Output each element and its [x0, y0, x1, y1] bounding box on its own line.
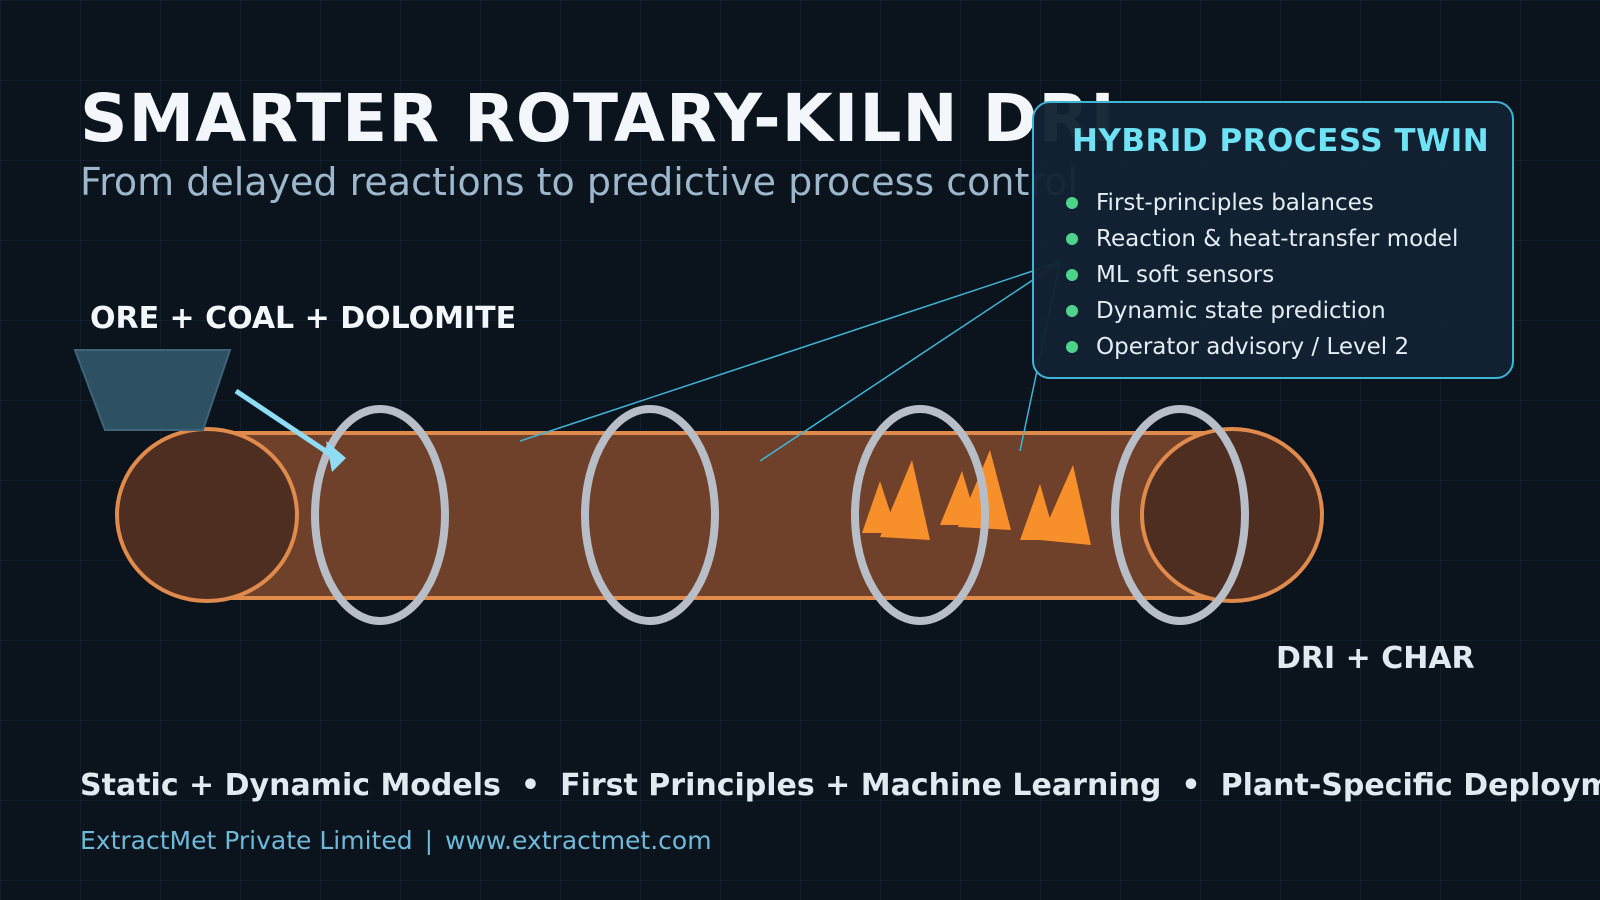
- bullet-dot-icon: [1066, 341, 1078, 353]
- list-item-label: First-principles balances: [1096, 190, 1374, 216]
- kiln-discharge-end: [1140, 427, 1324, 603]
- kiln-tyre-ring: [581, 405, 719, 625]
- list-item: ML soft sensors: [1066, 257, 1458, 293]
- footer: ExtractMet Private Limited | www.extractme…: [80, 826, 712, 855]
- hybrid-process-twin-card: HYBRID PROCESS TWIN First-principles bal…: [1032, 101, 1514, 379]
- list-item: Operator advisory / Level 2: [1066, 329, 1458, 365]
- twin-feature-list: First-principles balances Reaction & hea…: [1066, 185, 1458, 365]
- kiln-tyre-ring: [1111, 405, 1249, 625]
- list-item-label: Reaction & heat-transfer model: [1096, 226, 1459, 252]
- flame: [1040, 465, 1091, 545]
- page-subtitle: From delayed reactions to predictive pro…: [80, 160, 1078, 204]
- kiln-feed-end: [115, 427, 299, 603]
- bullet-dot-icon: [1066, 197, 1078, 209]
- tagline-part: Plant-Specific Deployment: [1220, 768, 1600, 803]
- list-item-label: Operator advisory / Level 2: [1096, 334, 1410, 360]
- tagline-part: Static + Dynamic Models: [80, 768, 501, 803]
- connector-line: [759, 261, 1061, 462]
- list-item: Dynamic state prediction: [1066, 293, 1458, 329]
- feed-arrow-line: [234, 388, 332, 457]
- list-item: Reaction & heat-transfer model: [1066, 221, 1458, 257]
- footer-separator: |: [424, 826, 434, 855]
- list-item-label: ML soft sensors: [1096, 262, 1275, 288]
- tagline: Static + Dynamic Models • First Principles…: [80, 768, 1600, 803]
- feed-arrow-head: [326, 441, 346, 472]
- page-title: SMARTER ROTARY-KILN DRI: [80, 80, 1116, 157]
- kiln-tyre-ring: [851, 405, 989, 625]
- bullet-dot-icon: [1066, 233, 1078, 245]
- twin-card-title: HYBRID PROCESS TWIN: [1072, 123, 1490, 159]
- kiln-tyre-ring: [311, 405, 449, 625]
- list-item-label: Dynamic state prediction: [1096, 298, 1386, 324]
- website-link[interactable]: www.extractmet.com: [445, 826, 712, 855]
- bullet-dot-icon: [1066, 305, 1078, 317]
- tagline-separator: •: [520, 768, 541, 803]
- company-name: ExtractMet Private Limited: [80, 826, 413, 855]
- list-item: First-principles balances: [1066, 185, 1458, 221]
- feed-hopper: [73, 349, 232, 431]
- tagline-part: First Principles + Machine Learning: [560, 768, 1162, 803]
- output-label: DRI + CHAR: [1276, 641, 1475, 676]
- tagline-separator: •: [1181, 768, 1201, 803]
- flame: [880, 460, 930, 540]
- bullet-dot-icon: [1066, 269, 1078, 281]
- connector-line: [519, 261, 1061, 442]
- input-label: ORE + COAL + DOLOMITE: [90, 301, 516, 336]
